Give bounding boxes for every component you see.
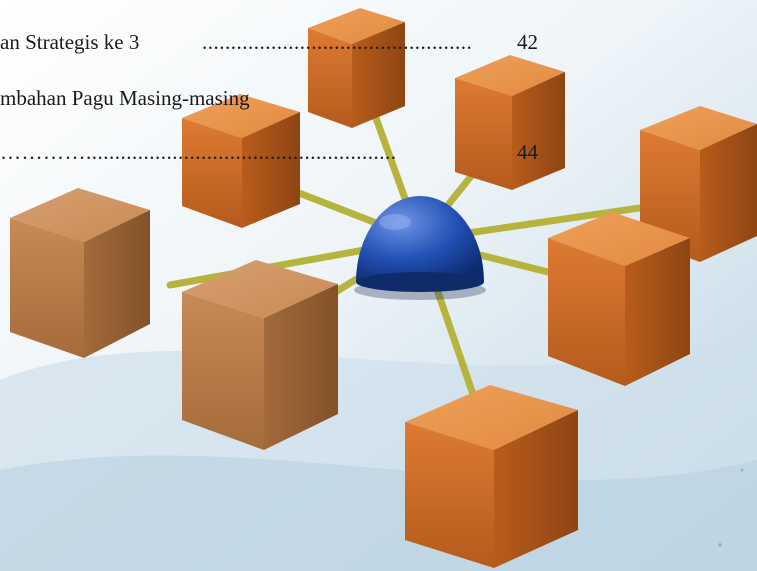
cube [182, 260, 338, 450]
toc-entry-page-number: 42 [517, 30, 538, 54]
toc-entry-text: an Strategis ke 3 [0, 30, 140, 54]
toc-entry-leader: ........................................… [202, 30, 473, 54]
cube [405, 385, 578, 568]
toc-entry-text: mbahan Pagu Masing-masing [0, 86, 250, 110]
cube [10, 188, 150, 358]
toc-entry-page-number: 44 [517, 140, 538, 164]
cube [455, 55, 565, 190]
toc-entry-leader: …………....................................… [0, 140, 397, 164]
cube [308, 8, 405, 128]
cube [182, 94, 300, 228]
cube [548, 212, 690, 386]
hub [354, 196, 486, 300]
